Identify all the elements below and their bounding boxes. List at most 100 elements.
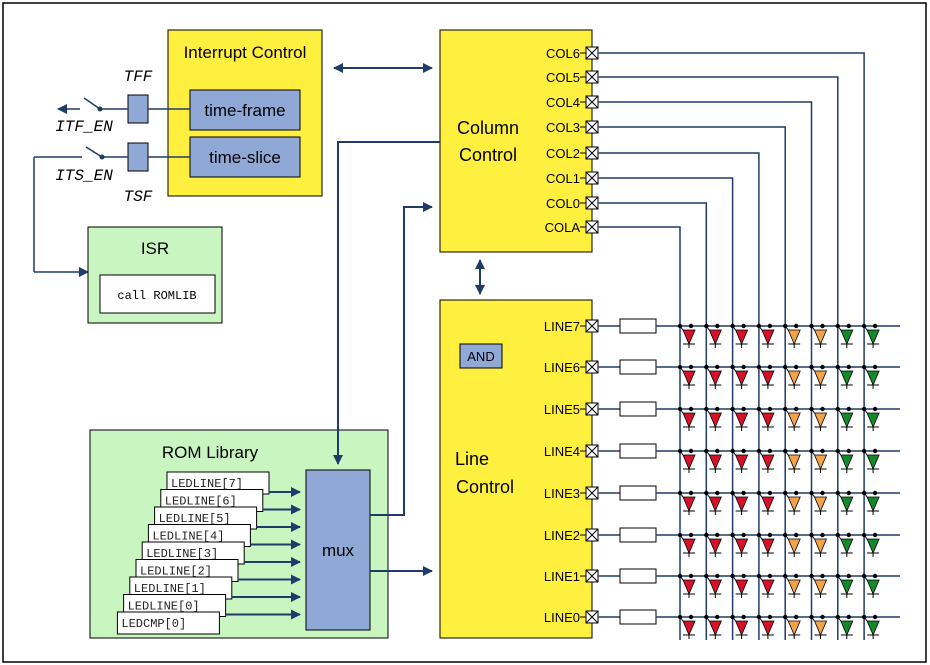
led <box>835 364 854 389</box>
line-port: LINE5 <box>544 402 599 417</box>
led <box>756 406 775 431</box>
led <box>730 406 749 431</box>
line-port-label: LINE4 <box>544 444 580 459</box>
time-slice-box <box>189 136 301 178</box>
led <box>756 614 775 639</box>
led <box>861 364 880 389</box>
column-port: COL2 <box>546 146 599 161</box>
column-port-label: COL5 <box>546 70 580 85</box>
led <box>704 448 722 473</box>
line-port: LINE6 <box>544 360 599 375</box>
line-control-title-line2: Control <box>456 477 514 497</box>
column-port: COLA <box>545 220 599 235</box>
led <box>809 323 828 348</box>
resistor <box>619 318 657 334</box>
led <box>783 364 801 389</box>
resistor <box>619 443 657 459</box>
led <box>835 323 854 348</box>
led <box>835 532 854 557</box>
led <box>861 573 880 598</box>
rom-entry-label: LEDLINE[2] <box>140 565 212 579</box>
led <box>677 614 696 639</box>
column-port: COL0 <box>546 196 599 211</box>
led <box>756 448 775 473</box>
led <box>730 573 749 598</box>
rom-entry-label: LEDLINE[0] <box>128 600 200 614</box>
line-port-label: LINE2 <box>544 528 580 543</box>
led <box>783 323 801 348</box>
line-port-label: LINE6 <box>544 360 580 375</box>
rom-library-title: ROM Library <box>162 443 259 462</box>
led <box>809 406 828 431</box>
interrupt-control-title: Interrupt Control <box>184 43 307 62</box>
led <box>677 406 696 431</box>
column-port-label: COL3 <box>546 120 580 135</box>
column-port: COL6 <box>546 46 599 61</box>
led <box>677 532 696 557</box>
rom-entry: LEDLINE[7] <box>166 471 270 495</box>
resistor <box>619 609 657 625</box>
line-port-label: LINE0 <box>544 610 580 625</box>
isr-block: ISR call ROMLIB <box>87 226 223 324</box>
led <box>704 490 722 515</box>
led <box>809 364 828 389</box>
rom-to-mux-arrows <box>225 487 301 620</box>
led <box>677 490 696 515</box>
column-port-label: COL1 <box>546 171 580 186</box>
rom-entry-label: LEDLINE[4] <box>152 530 224 544</box>
column-control-title-line1: Column <box>457 118 519 138</box>
isr-title: ISR <box>141 239 169 258</box>
led <box>861 490 880 515</box>
led <box>783 614 801 639</box>
led <box>783 573 801 598</box>
led <box>835 614 854 639</box>
led <box>783 532 801 557</box>
led <box>704 323 722 348</box>
led <box>677 573 696 598</box>
led <box>730 614 749 639</box>
led <box>756 490 775 515</box>
led <box>809 614 828 639</box>
line-port-label: LINE5 <box>544 402 580 417</box>
column-port: COL3 <box>546 120 599 135</box>
led <box>783 448 801 473</box>
tsf-flag <box>127 142 149 172</box>
led <box>730 448 749 473</box>
resistor <box>619 401 657 417</box>
led <box>809 490 828 515</box>
led <box>730 490 749 515</box>
time-frame-label: time-frame <box>204 101 285 120</box>
rom-entry-stack: LEDLINE[7]LEDLINE[6]LEDLINE[5] LEDLINE[4]… <box>116 471 270 635</box>
time-frame-box <box>189 89 301 131</box>
led <box>704 573 722 598</box>
led <box>861 448 880 473</box>
line-port-label: LINE3 <box>544 486 580 501</box>
rom-entry-label: LEDLINE[1] <box>134 582 206 596</box>
led <box>809 573 828 598</box>
rom-entry-label: LEDLINE[5] <box>159 512 231 526</box>
tff-label: TFF <box>124 68 153 86</box>
led <box>861 532 880 557</box>
rom-entry: LEDLINE[6] <box>160 489 264 512</box>
rom-entry: LEDCMP[0] <box>116 611 220 635</box>
and-gate-box <box>459 343 503 369</box>
led <box>704 614 722 639</box>
row-wires <box>598 318 900 625</box>
led <box>730 532 749 557</box>
mux-block: mux <box>305 469 371 631</box>
its-en-label: ITS_EN <box>55 167 113 185</box>
main-wiring <box>333 63 485 576</box>
line-port: LINE3 <box>544 486 599 501</box>
led <box>861 406 880 431</box>
led-matrix <box>677 323 880 639</box>
led <box>835 573 854 598</box>
led <box>861 614 880 639</box>
column-port-label: COL0 <box>546 196 580 211</box>
rom-entry: LEDLINE[1] <box>129 576 233 600</box>
led <box>861 323 880 348</box>
line-port: LINE4 <box>544 444 599 459</box>
and-gate-label: AND <box>467 349 494 364</box>
led <box>783 406 801 431</box>
